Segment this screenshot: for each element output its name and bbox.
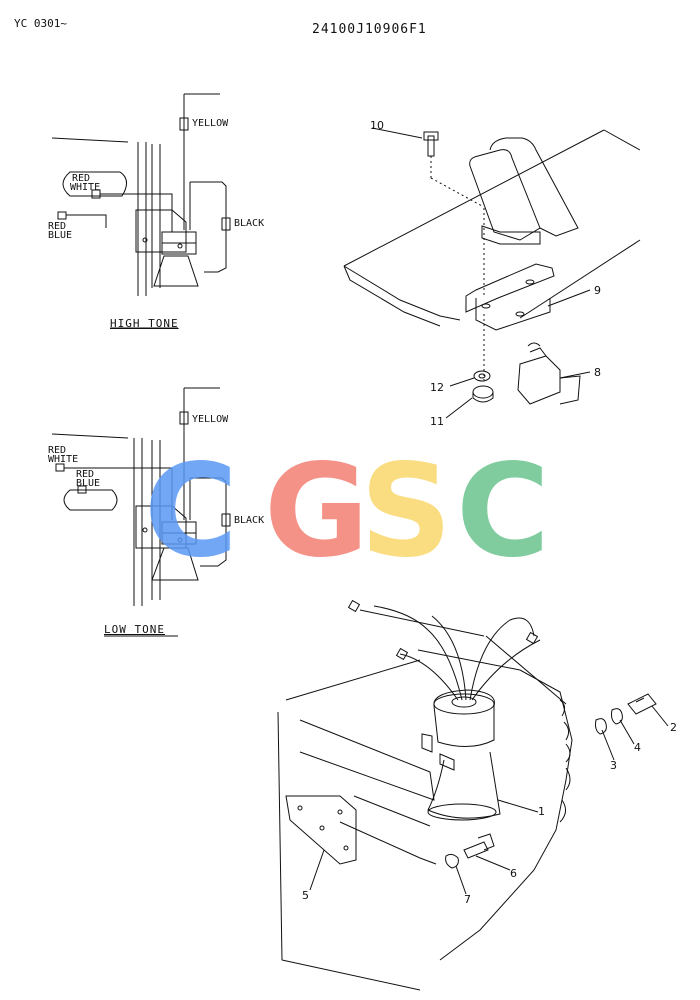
wire-label-blue-low: BLUE bbox=[76, 478, 101, 489]
wire-label-black-low: BLACK bbox=[234, 515, 265, 526]
high-tone-wiring-diagram bbox=[51, 93, 231, 329]
wire-label-white-low: WHITE bbox=[48, 454, 79, 465]
watermark-letter-c1: C bbox=[144, 437, 238, 586]
wire-label-red-low-2: RED bbox=[76, 469, 95, 480]
callout-12: 12 bbox=[430, 381, 444, 394]
callout-2: 2 bbox=[670, 721, 677, 734]
watermark-letter-s: S bbox=[360, 437, 453, 586]
wire-label-white-high: WHITE bbox=[70, 182, 101, 193]
watermark-letter-c2: C bbox=[456, 437, 550, 586]
wire-label-blue-high: BLUE bbox=[48, 230, 73, 241]
wire-label-yellow-high: YELLOW bbox=[192, 118, 229, 129]
high-tone-caption: HIGH TONE bbox=[110, 317, 179, 330]
horn-mounting-assembly bbox=[277, 599, 657, 991]
wire-label-black-high: BLACK bbox=[234, 218, 265, 229]
wire-label-red-low: RED bbox=[48, 445, 67, 456]
callout-3: 3 bbox=[610, 759, 617, 772]
wire-label-red-high: RED bbox=[72, 173, 91, 184]
watermark-letter-g: G bbox=[264, 437, 370, 586]
callout-7: 7 bbox=[464, 893, 471, 906]
callout-9: 9 bbox=[594, 284, 601, 297]
callout-8: 8 bbox=[594, 366, 601, 379]
callout-leaders bbox=[309, 127, 669, 895]
callout-4: 4 bbox=[634, 741, 641, 754]
low-tone-wiring-diagram bbox=[51, 387, 231, 637]
callout-10: 10 bbox=[370, 119, 384, 132]
wire-label-red-high-2: RED bbox=[48, 221, 67, 232]
wire-label-yellow-low: YELLOW bbox=[192, 414, 229, 425]
model-code: YC 0301~ bbox=[14, 17, 67, 30]
callout-11: 11 bbox=[430, 415, 444, 428]
callout-5: 5 bbox=[302, 889, 309, 902]
callout-6: 6 bbox=[510, 867, 517, 880]
horn-switch-assembly bbox=[343, 129, 641, 405]
part-number-title: 24100J10906F1 bbox=[312, 22, 427, 37]
low-tone-caption: LOW TONE bbox=[104, 623, 165, 636]
callout-1: 1 bbox=[538, 805, 545, 818]
